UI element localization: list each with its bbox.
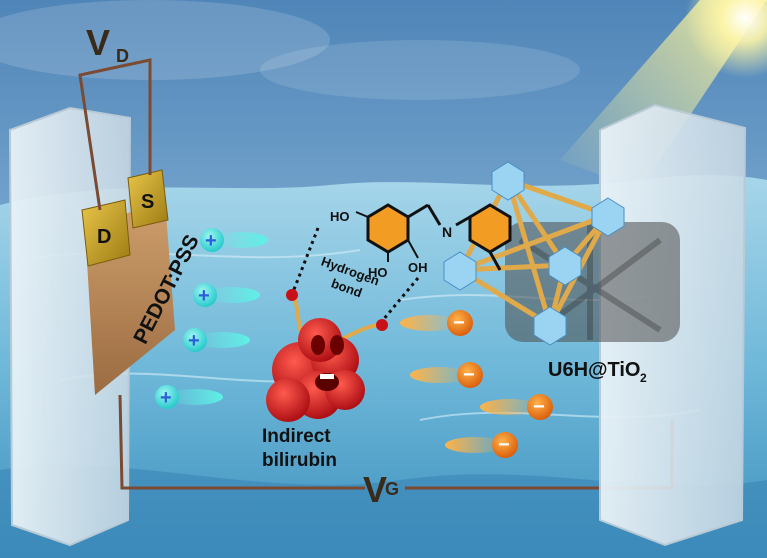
anion-1: − [400,310,473,336]
source-label: S [141,191,154,213]
svg-text:−: − [463,364,475,386]
u6h-subscript: 2 [640,371,647,385]
vd-subscript: D [116,46,129,66]
mol-oh: OH [408,260,428,275]
hydrogen-bond-line-right [381,277,420,321]
cation-4: + [155,385,223,409]
sun-icon [685,0,767,78]
hydroxy-benzylidene-molecule [355,203,471,262]
anion-3: − [480,394,553,420]
bilirubin-label-1: Indirect [262,426,331,447]
cation-1: + [200,228,268,252]
svg-text:−: − [453,312,465,334]
hydrogen-bond-line-left [291,227,320,293]
svg-text:+: + [198,285,210,307]
anion-2: − [410,362,483,388]
drain-electrode [81,199,131,267]
mol-n: N [442,224,452,240]
bilirubin-label-2: bilirubin [262,450,337,471]
vd-label: V [86,22,110,63]
svg-text:−: − [498,434,510,456]
svg-text:+: + [205,230,217,252]
mol-ho-2: HO [368,265,388,280]
vg-subscript: G [385,479,399,499]
mol-ho-1: HO [330,209,350,224]
cation-2: + [193,283,260,307]
bilirubin-molecule [266,289,388,422]
anion-4: − [445,432,518,458]
cloud [260,40,580,100]
svg-text:+: + [160,387,172,409]
svg-text:−: − [533,396,545,418]
drain-label: D [97,226,111,248]
svg-text:+: + [188,330,200,352]
vg-label: V [363,469,387,510]
u6h-label: U6H@TiO [548,359,640,381]
cation-3: + [183,328,250,352]
drain-source-wire [78,58,152,211]
cloud [0,0,330,80]
u6h-framework [443,161,625,346]
